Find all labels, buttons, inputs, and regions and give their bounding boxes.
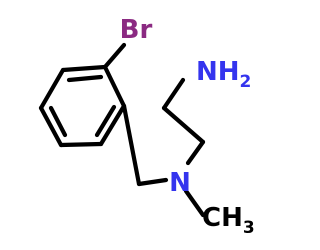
bond-ring-1: [60, 64, 108, 73]
bond-ring-3: [98, 103, 127, 147]
benzene-ring: [38, 64, 127, 148]
bond-ring-6: [38, 67, 66, 111]
bond-ring-double-3: [48, 105, 68, 138]
bond-ch2-n: [136, 177, 169, 187]
methyl-label-main: CH: [202, 203, 243, 233]
bond-ethyl: [161, 105, 206, 145]
bond-ring-double-2: [94, 104, 117, 138]
amine-nh2-atom-label: NH2: [196, 57, 251, 92]
bond-ring-4: [58, 141, 104, 148]
amine-nh2-label-subscript: 2: [240, 72, 252, 92]
methyl-label-subscript: 3: [243, 218, 255, 238]
bond-ring-2: [102, 64, 127, 109]
chemical-structure: Br NH2 N CH3: [38, 15, 255, 238]
bond-n-ethyl: [185, 139, 206, 166]
tertiary-nitrogen-atom-label: N: [169, 168, 191, 198]
amine-nh2-label-main: NH: [196, 57, 240, 87]
bond-n-ch3: [183, 188, 206, 218]
bond-ethyl-nh2: [161, 77, 186, 111]
bond-ring-ch2: [121, 103, 142, 187]
bond-ring-double-1: [66, 74, 104, 83]
bond-c-br: [102, 42, 127, 70]
bond-ring-5: [38, 105, 64, 148]
bromine-atom-label: Br: [120, 15, 153, 45]
methyl-atom-label: CH3: [202, 203, 255, 238]
